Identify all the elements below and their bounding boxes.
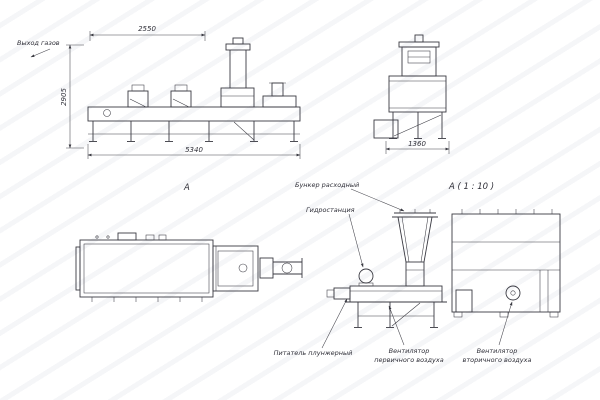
hydraulic-station-label: Гидростанция — [306, 206, 355, 214]
plunger-feeder-leader — [321, 298, 348, 349]
plan-bottom-ticks — [91, 297, 203, 302]
gas-outlet-callout: Выход газов — [17, 39, 60, 58]
feed-hopper-callout: Бункер расходный — [295, 181, 405, 212]
detail-feeder-view — [326, 209, 447, 328]
detail-a-title: A ( 1 : 10 ) — [448, 182, 494, 192]
primary-fan-leader — [388, 305, 405, 346]
plunger-feeder-callout: Питатель плунжерный — [274, 298, 353, 357]
feed-hopper-label: Бункер расходный — [295, 181, 359, 189]
dimension-end-width: 1360 — [385, 140, 450, 154]
frame-legs — [89, 121, 298, 142]
hydraulic-station-leader — [348, 213, 364, 268]
primary-fan-label-line2: первичного воздуха — [374, 356, 443, 364]
dim-front-height-value: 2905 — [60, 88, 68, 106]
secondary-fan-leader — [498, 301, 513, 346]
dimension-front-length: 5340 — [87, 144, 301, 159]
secondary-fan-label-line1: Вентилятор — [477, 347, 518, 355]
primary-fan-label-line1: Вентилятор — [389, 347, 430, 355]
gas-outlet-label: Выход газов — [17, 39, 60, 47]
detail-secondary-view — [451, 209, 561, 318]
secondary-fan-callout: Вентилятор вторичного воздуха — [463, 301, 532, 364]
deck-units — [103, 84, 192, 117]
plan-view — [75, 232, 303, 302]
dimension-front-top: 2550 — [89, 25, 206, 41]
hopper-tower-front — [220, 37, 255, 108]
dim-front-length-value: 5340 — [185, 146, 203, 154]
dim-front-top-value: 2550 — [138, 25, 156, 33]
plunger-feeder-label: Питатель плунжерный — [274, 349, 353, 357]
secondary-fan-label-line2: вторичного воздуха — [463, 356, 532, 364]
dim-end-width-value: 1360 — [408, 140, 426, 148]
right-deck-unit — [262, 82, 297, 108]
front-elevation-view — [87, 37, 301, 142]
feed-hopper-leader — [350, 188, 405, 212]
view-a-marker: A — [183, 183, 190, 193]
end-view — [373, 34, 447, 139]
dimension-front-height: 2905 — [60, 44, 84, 149]
gas-outlet-arrow — [30, 48, 51, 58]
primary-fan-callout: Вентилятор первичного воздуха — [374, 305, 444, 364]
hydraulic-station-callout: Гидростанция — [306, 206, 364, 268]
